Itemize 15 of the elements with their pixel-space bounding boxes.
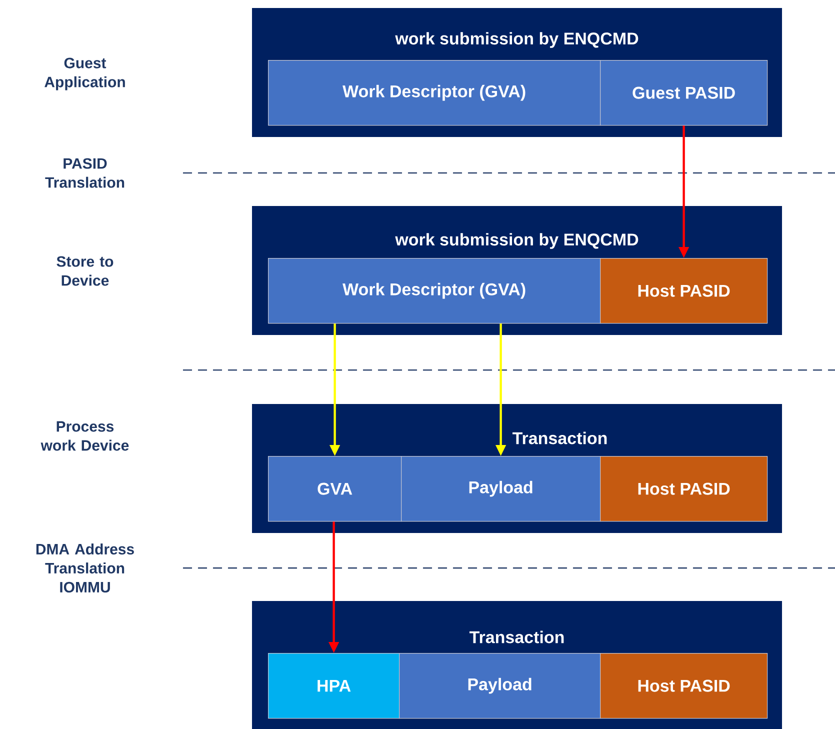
field-cell: Host PASID [600,456,768,522]
stage-label: PASID Translation [45,158,124,188]
field-cell: HPA [268,653,400,719]
stage-label: Store to Device [56,256,114,286]
stage-label: Process work Device [40,421,129,451]
field-cell: Host PASID [600,258,768,324]
field-cell: Guest PASID [600,60,768,126]
field-cell: GVA [268,456,402,522]
field-cell: Work Descriptor (GVA) [268,60,601,126]
field-cell: Work Descriptor (GVA) [268,258,601,324]
stage-label: Guest Application [44,58,125,90]
field-cell: Payload [401,456,601,522]
stage-label: DMA Address Translation IOMMU [36,544,134,592]
field-cell: Payload [399,653,601,719]
field-cell: Host PASID [600,653,768,719]
